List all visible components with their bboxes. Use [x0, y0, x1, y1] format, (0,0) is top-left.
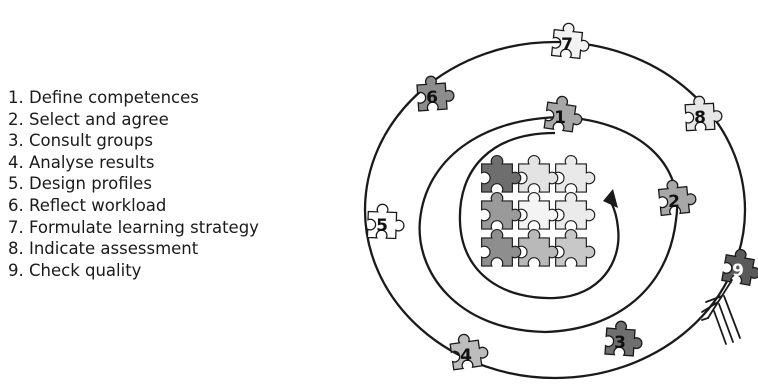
puzzle-piece-4-number: 4	[460, 346, 472, 366]
step-item-8: 8. Indicate assessment	[8, 239, 199, 259]
center-piece-r3-c2	[518, 228, 559, 267]
ring-pieces: 1 2 3 4 5 6 7 8 9	[366, 21, 758, 371]
puzzle-piece-1-number: 1	[554, 108, 566, 128]
center-piece-r1-c3	[555, 154, 596, 193]
spiral-arrowhead	[603, 189, 618, 208]
outer-ring	[363, 40, 747, 380]
center-piece-r1-c1	[481, 154, 522, 193]
puzzle-piece-7-number: 7	[561, 35, 573, 55]
inner-spiral-arrow	[458, 131, 620, 300]
center-piece-r2-c2	[518, 191, 559, 230]
puzzle-piece-6: 6	[415, 74, 456, 112]
puzzle-piece-8-number: 8	[694, 108, 706, 128]
puzzle-piece-9: 9	[721, 246, 758, 288]
arrow-feathers	[701, 279, 741, 345]
puzzle-piece-5-number: 5	[376, 216, 388, 236]
puzzle-piece-9-number: 9	[732, 261, 744, 281]
puzzle-piece-3-number: 3	[614, 333, 626, 353]
middle-loop	[418, 115, 679, 334]
center-piece-r1-c2	[518, 154, 559, 193]
spiral-paths	[363, 40, 747, 380]
puzzle-piece-6-number: 6	[426, 88, 438, 108]
puzzle-piece-3: 3	[604, 319, 644, 358]
step-item-5: 5. Design profiles	[8, 174, 152, 194]
center-piece-r2-c3	[555, 191, 596, 230]
puzzle-piece-8: 8	[684, 94, 724, 132]
step-item-6: 6. Reflect workload	[8, 195, 167, 215]
puzzle-piece-2: 2	[657, 177, 698, 217]
center-piece-r2-c1	[481, 191, 522, 230]
step-item-7: 7. Formulate learning strategy	[8, 217, 259, 237]
puzzle-piece-2-number: 2	[668, 192, 680, 212]
center-piece-r3-c3	[555, 228, 596, 267]
step-list: 1. Define competences 2. Select and agre…	[8, 87, 259, 281]
puzzle-piece-7: 7	[550, 21, 592, 60]
step-item-4: 4. Analyse results	[8, 152, 155, 172]
step-item-3: 3. Consult groups	[8, 131, 153, 151]
puzzle-piece-5: 5	[366, 203, 406, 240]
puzzle-piece-4: 4	[448, 330, 491, 371]
center-piece-r3-c1	[481, 228, 522, 267]
step-item-2: 2. Select and agree	[8, 109, 169, 129]
center-puzzle-grid	[481, 154, 596, 267]
step-item-1: 1. Define competences	[8, 88, 199, 107]
puzzle-piece-1: 1	[543, 93, 586, 134]
step-item-9: 9. Check quality	[8, 260, 142, 280]
